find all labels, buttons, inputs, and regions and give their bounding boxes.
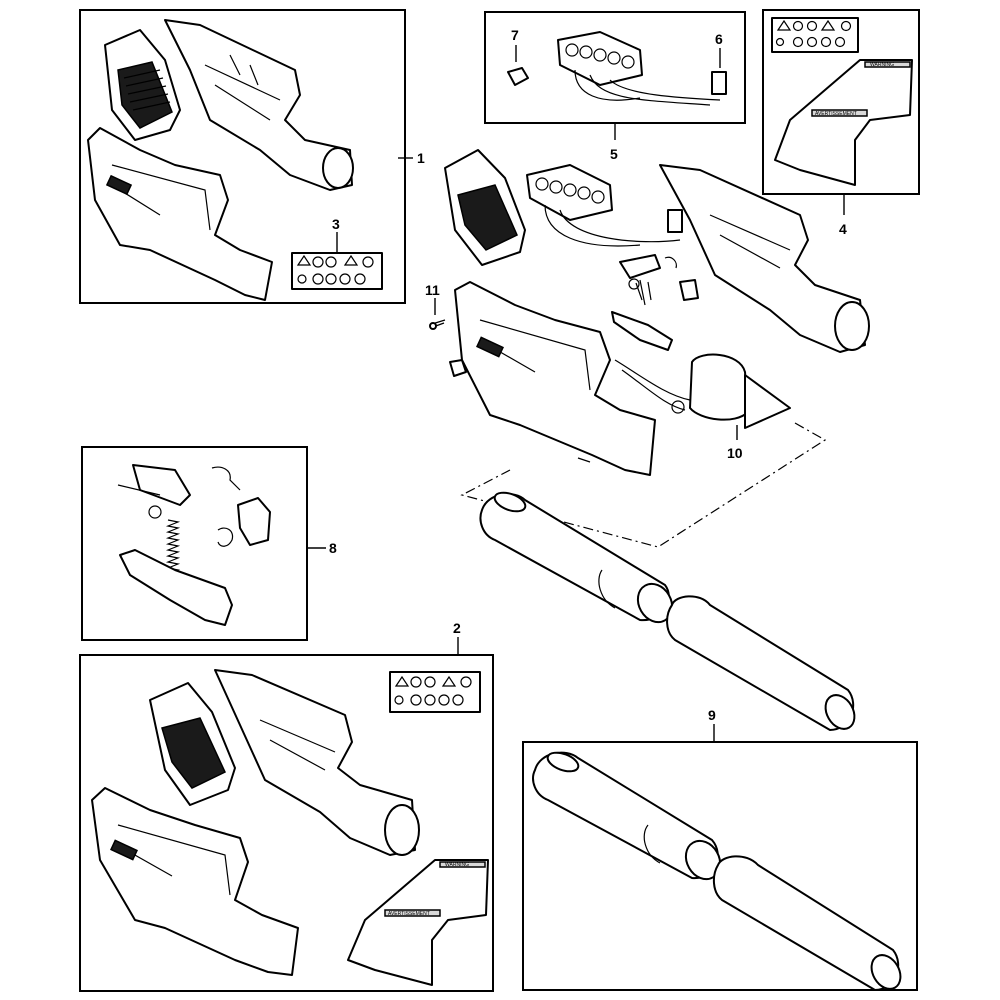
- warning-text: WARNING: [870, 62, 894, 68]
- part-group-4-label-set: WARNING AVERTISSEMENT 4: [762, 9, 920, 237]
- callout-2: 2: [453, 620, 461, 636]
- air-intake-grille: [104, 29, 181, 141]
- air-intake-grille-main: [444, 149, 526, 266]
- screw-11: [429, 319, 467, 377]
- callout-7: 7: [511, 27, 519, 43]
- box-part-4: [762, 9, 920, 195]
- callout-6: 6: [715, 31, 723, 47]
- handle-housing-main: [454, 281, 656, 476]
- avertissement-text: AVERTISSEMENT: [815, 111, 857, 117]
- assembly-guide-line: [460, 422, 827, 548]
- box-part-2: [79, 654, 494, 992]
- motor-housing-half: [164, 19, 354, 191]
- avertissement-text-2: AVERTISSEMENT: [388, 911, 430, 917]
- box-part-1: [79, 9, 406, 304]
- callout-1: 1: [417, 150, 425, 166]
- blower-nozzle-lower: [666, 595, 856, 731]
- part-group-8-trigger-kit: 8: [81, 446, 337, 641]
- blower-nozzle-lower-9: [712, 855, 902, 991]
- warning-label-2: [389, 671, 481, 713]
- handle-housing-half: [87, 127, 273, 301]
- part-group-5-terminal-block: 7 6 5: [484, 11, 746, 162]
- main-exploded-assembly: 11 10: [425, 149, 870, 731]
- wire-connector-6: [711, 71, 727, 95]
- callout-3: 3: [332, 216, 340, 232]
- terminal-block: [557, 31, 721, 106]
- switch-cap-7: [507, 67, 529, 86]
- tube-label-sheet-2: WARNING AVERTISSEMENT: [347, 859, 489, 986]
- part-group-1-housing-kit: 3 1: [79, 9, 425, 304]
- callout-9: 9: [708, 707, 716, 723]
- callout-8: 8: [329, 540, 337, 556]
- terminal-block-main: [526, 164, 683, 247]
- blower-tube-upper: [479, 491, 674, 624]
- lock-clip: [237, 497, 271, 546]
- part-group-9-tube-set: 9: [522, 707, 918, 991]
- box-part-9: [522, 741, 918, 991]
- callout-4: 4: [839, 221, 847, 237]
- spring: [165, 519, 181, 575]
- warning-text-2: WARNING: [445, 862, 469, 868]
- motor-housing-main: [659, 164, 870, 353]
- warning-label-small: [771, 17, 859, 53]
- motor-10: [614, 353, 791, 429]
- callout-10: 10: [727, 445, 743, 461]
- warning-label-3: [291, 252, 383, 290]
- tube-label-sheet: WARNING AVERTISSEMENT: [774, 59, 913, 186]
- trigger-switch-parts: [611, 254, 699, 351]
- trigger-lever: [117, 464, 191, 519]
- part-group-2-housing-kit-labels: 2: [79, 620, 494, 992]
- callout-5: 5: [610, 146, 618, 162]
- callout-11: 11: [425, 282, 440, 298]
- box-part-5: [484, 11, 746, 124]
- handle-housing-half-2: [91, 787, 299, 976]
- blower-tube-upper-9: [532, 751, 722, 881]
- motor-housing-half-2: [214, 669, 420, 856]
- switch-link-bar: [119, 549, 233, 626]
- torsion-spring: [211, 466, 241, 547]
- box-part-8: [81, 446, 308, 641]
- air-intake-grille-2: [149, 682, 236, 806]
